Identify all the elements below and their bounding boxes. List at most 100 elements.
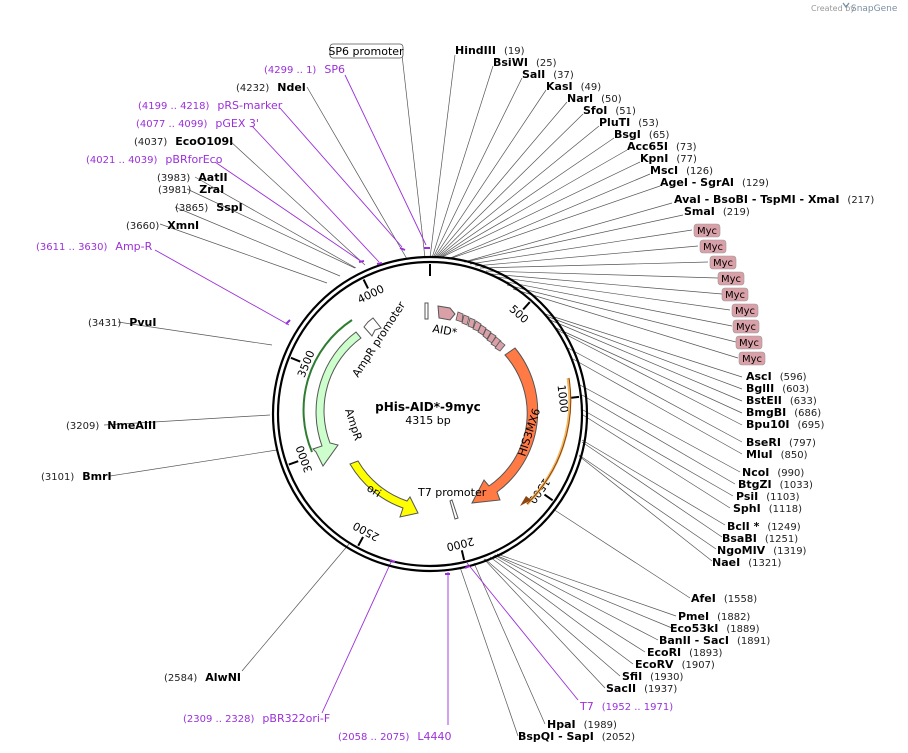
enzyme-site-label[interactable]: BtgZI(1033) bbox=[738, 478, 813, 491]
primer-position: (3611 .. 3630) bbox=[36, 242, 108, 253]
enzyme-site-label[interactable]: NgoMIV(1319) bbox=[717, 544, 807, 557]
enzyme-site-label[interactable]: NarI(50) bbox=[567, 92, 622, 105]
enzyme-site-label[interactable]: BsgI(65) bbox=[614, 128, 670, 141]
primer-site-label[interactable]: (2058 .. 2075)L4440 bbox=[338, 730, 452, 743]
enzyme-site-label[interactable]: NaeI(1321) bbox=[712, 556, 782, 569]
ori-feature[interactable] bbox=[349, 460, 419, 518]
enzyme-site-label[interactable]: SfoI(51) bbox=[583, 104, 636, 117]
primer-name: pGEX 3' bbox=[215, 117, 259, 130]
enzyme-site-label[interactable]: AscI(596) bbox=[746, 370, 807, 383]
enzyme-position: (2052) bbox=[602, 732, 635, 743]
myc-tag-label: Myc bbox=[725, 290, 745, 301]
primer-name: L4440 bbox=[417, 730, 451, 743]
enzyme-site-label[interactable]: (3981)ZraI bbox=[158, 183, 224, 196]
enzyme-site-label[interactable]: (3209)NmeAIII bbox=[66, 419, 156, 432]
enzyme-site-label[interactable]: SacII(1937) bbox=[606, 682, 677, 695]
enzyme-site-label[interactable]: (4232)NdeI bbox=[236, 81, 306, 94]
enzyme-site-label[interactable]: SfiI(1930) bbox=[622, 670, 684, 683]
his3mx6-feature[interactable] bbox=[471, 347, 539, 504]
aid-feature[interactable] bbox=[437, 305, 456, 321]
enzyme-site-label[interactable]: HpaI(1989) bbox=[547, 718, 617, 731]
enzyme-position: (686) bbox=[794, 408, 821, 419]
primer-site-label[interactable]: (4199 .. 4218)pRS-marker bbox=[138, 99, 283, 112]
enzyme-site-label[interactable]: EcoRV(1907) bbox=[635, 658, 715, 671]
enzyme-site-label[interactable]: BglII (603) bbox=[746, 382, 809, 395]
enzyme-site-label[interactable]: BspQI - SapI(2052) bbox=[518, 730, 635, 743]
primer-site-label[interactable]: (4077 .. 4099)pGEX 3' bbox=[136, 117, 259, 130]
enzyme-site-label[interactable]: PsiI(1103) bbox=[736, 490, 800, 503]
t7-promoter-feature[interactable] bbox=[449, 499, 459, 520]
enzyme-name: SalI bbox=[522, 68, 545, 81]
sp6-promoter-feature[interactable] bbox=[424, 302, 429, 320]
enzyme-site-label[interactable]: MscI(126) bbox=[650, 164, 713, 177]
enzyme-position: (603) bbox=[782, 384, 809, 395]
myc-tag[interactable]: Myc bbox=[721, 287, 749, 302]
enzyme-position: (126) bbox=[686, 166, 713, 177]
enzyme-site-label[interactable]: SalI (37) bbox=[522, 68, 574, 81]
enzyme-site-label[interactable]: NcoI(990) bbox=[742, 466, 804, 479]
enzyme-name: BsiWI bbox=[493, 56, 528, 69]
enzyme-position: (2584) bbox=[164, 673, 197, 684]
primer-site-label[interactable]: T7(1952 .. 1971) bbox=[579, 700, 673, 713]
primer-site-label[interactable]: (3611 .. 3630)Amp-R bbox=[36, 240, 153, 253]
enzyme-site-label[interactable]: AfeI(1558) bbox=[691, 592, 757, 605]
primer-site-label[interactable]: (4021 .. 4039)pBRforEco bbox=[86, 153, 223, 166]
enzyme-site-label[interactable]: BsiWI(25) bbox=[493, 56, 557, 69]
enzyme-site-label[interactable]: (4037)EcoO109I bbox=[134, 135, 233, 148]
enzyme-site-label[interactable]: (2584)AlwNI bbox=[164, 671, 241, 684]
enzyme-site-label[interactable]: BstEII(633) bbox=[746, 394, 817, 407]
enzyme-site-label[interactable]: MluI(850) bbox=[746, 448, 808, 461]
ampr-promoter-feature[interactable] bbox=[363, 317, 382, 337]
sp6-promoter-box[interactable]: SP6 promoter bbox=[328, 43, 404, 59]
enzyme-site-label[interactable]: BclI *(1249) bbox=[727, 520, 801, 533]
ampr-feature[interactable] bbox=[312, 331, 362, 467]
enzyme-name: BmrI bbox=[82, 470, 111, 483]
enzyme-site-label[interactable]: KasI(49) bbox=[546, 80, 601, 93]
enzyme-site-label[interactable]: KpnI(77) bbox=[640, 152, 697, 165]
myc-tag[interactable]: Myc bbox=[717, 271, 745, 286]
enzyme-site-label[interactable]: Acc65I(73) bbox=[627, 140, 697, 153]
enzyme-site-label[interactable]: EcoRI(1893) bbox=[647, 646, 723, 659]
enzyme-position: (4037) bbox=[134, 137, 167, 148]
myc-tag[interactable]: Myc bbox=[738, 351, 766, 366]
enzyme-site-label[interactable]: (3101)BmrI bbox=[41, 470, 112, 483]
enzyme-position: (219) bbox=[723, 207, 750, 218]
enzyme-site-label[interactable]: PmeI(1882) bbox=[678, 610, 750, 623]
enzyme-site-label[interactable]: SmaI(219) bbox=[684, 205, 750, 218]
enzyme-site-label[interactable]: Eco53kI(1889) bbox=[670, 622, 760, 635]
myc-tag[interactable]: Myc bbox=[699, 239, 727, 254]
myc-tag[interactable]: Myc bbox=[731, 303, 759, 318]
enzyme-site-label[interactable]: (3660)XmnI bbox=[126, 219, 199, 232]
primer-name: pRS-marker bbox=[217, 99, 282, 112]
primer-marks bbox=[285, 247, 471, 575]
enzyme-site-label[interactable]: BseRI(797) bbox=[746, 436, 816, 449]
primer-site-label[interactable]: (2309 .. 2328)pBR322ori-F bbox=[183, 712, 330, 725]
enzyme-name: SphI bbox=[733, 502, 761, 515]
enzyme-position: (1882) bbox=[717, 612, 750, 623]
enzyme-position: (1033) bbox=[780, 480, 813, 491]
myc-tag[interactable]: Myc bbox=[732, 319, 760, 334]
myc-tag[interactable]: Myc bbox=[709, 255, 737, 270]
enzyme-site-label[interactable]: SphI(1118) bbox=[733, 502, 802, 515]
enzyme-position: (4232) bbox=[236, 83, 269, 94]
myc-tag[interactable]: Myc bbox=[735, 335, 763, 350]
primer-labels: (4299 .. 1)SP6 (4199 .. 4218)pRS-marker (4… bbox=[36, 63, 673, 743]
enzyme-site-label[interactable]: BanII - SacI(1891) bbox=[659, 634, 770, 647]
myc-tag-label: Myc bbox=[735, 306, 755, 317]
enzyme-position: (37) bbox=[553, 70, 574, 81]
primer-name: SP6 bbox=[324, 63, 345, 76]
enzyme-site-label[interactable]: BsaBI(1251) bbox=[722, 532, 798, 545]
enzyme-name: BglII bbox=[746, 382, 774, 395]
enzyme-site-label[interactable]: PluTI(53) bbox=[599, 116, 659, 129]
enzyme-site-label[interactable]: (3865)SspI bbox=[175, 201, 243, 214]
primer-name: pBR322ori-F bbox=[262, 712, 330, 725]
enzyme-site-label[interactable]: HindIII(19) bbox=[455, 44, 525, 57]
enzyme-site-label[interactable]: (3983)AatII bbox=[157, 171, 228, 184]
primer-site-label[interactable]: (4299 .. 1)SP6 bbox=[264, 63, 345, 76]
enzyme-site-label[interactable]: (3431)PvuI bbox=[88, 316, 156, 329]
enzyme-site-label[interactable]: BmgBI(686) bbox=[746, 406, 821, 419]
enzyme-site-label[interactable]: AvaI - BsoBI - TspMI - XmaI(217) bbox=[674, 193, 874, 206]
myc-tag[interactable]: Myc bbox=[693, 223, 721, 238]
enzyme-site-label[interactable]: Bpu10I(695) bbox=[746, 418, 824, 431]
enzyme-site-label[interactable]: AgeI - SgrAI(129) bbox=[660, 176, 769, 189]
